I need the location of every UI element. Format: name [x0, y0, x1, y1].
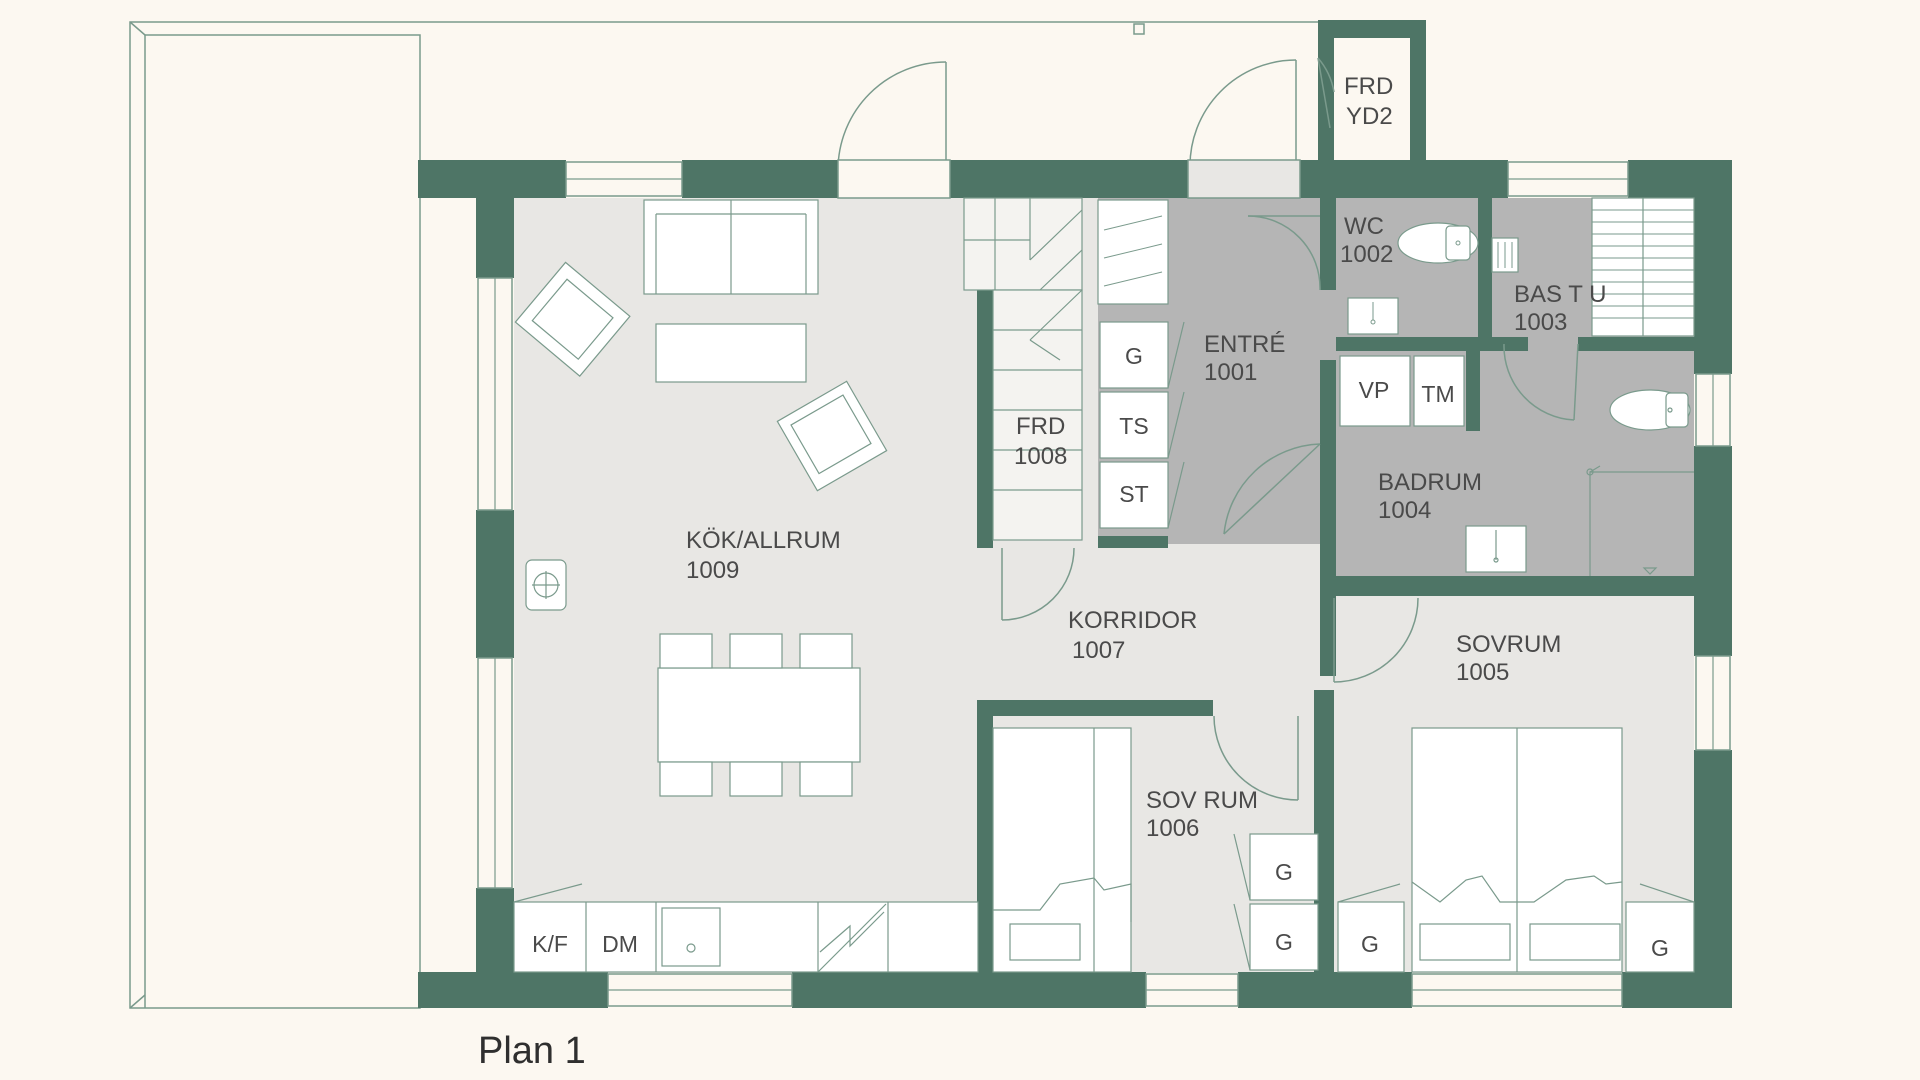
fixture-label-g-1006a: G — [1275, 859, 1293, 885]
fixture-label-g-1005a: G — [1361, 931, 1379, 957]
room-number-entre: 1001 — [1204, 359, 1257, 386]
room-name-bastu: BAS T U — [1514, 281, 1606, 308]
room-name-frd-yd2: FRD — [1344, 73, 1393, 100]
bed-1006-blanket — [993, 877, 1132, 922]
room-number-sovrum-1005: 1005 — [1456, 659, 1509, 686]
armchair-left — [514, 261, 631, 377]
room-name-entre: ENTRÉ — [1204, 331, 1285, 358]
room-number-bastu: 1003 — [1514, 309, 1567, 336]
fixture-label-dm: DM — [602, 931, 638, 957]
wardrobe-door-lines — [1167, 321, 1185, 529]
room-number-korridor: 1007 — [1072, 637, 1125, 664]
room-name-sovrum-1006: SOV RUM — [1146, 787, 1258, 814]
fixture-label-vp: VP — [1359, 377, 1390, 403]
room-number-sovrum-1006: 1006 — [1146, 815, 1199, 842]
sauna-bench — [1591, 197, 1695, 337]
wardrobe-1006-lines — [1233, 833, 1251, 971]
room-name-kok: KÖK/ALLRUM — [686, 527, 841, 554]
terrace-drain-icon — [1133, 23, 1145, 35]
room-number-kok: 1009 — [686, 557, 739, 584]
shower — [1493, 407, 1694, 576]
staircase — [963, 197, 1083, 541]
stair-steps — [964, 198, 1083, 491]
window-lines — [494, 178, 1714, 991]
bed-1005-blanket — [1411, 875, 1623, 903]
fixture-label-g-1006b: G — [1275, 929, 1293, 955]
room-name-frd-1008: FRD — [1016, 413, 1065, 440]
fixture-label-g-1005b: G — [1651, 935, 1669, 961]
armchair-right — [776, 380, 888, 492]
fixture-label-tm: TM — [1421, 381, 1454, 407]
room-number-frd-1008: 1008 — [1014, 443, 1067, 470]
wardrobe-1005-lines — [1337, 883, 1695, 903]
kitchen-counter — [513, 901, 979, 973]
room-name-korridor: KORRIDOR — [1068, 607, 1197, 634]
room-number-badrum: 1004 — [1378, 497, 1431, 524]
plan-title: Plan 1 — [478, 1030, 586, 1072]
sauna-slats — [1592, 209, 1694, 319]
doors — [837, 57, 1579, 801]
entre-wardrobes — [1099, 321, 1169, 529]
wardrobes-1005 — [1337, 901, 1695, 973]
room-number-frd-yd2: YD2 — [1346, 103, 1393, 130]
fixture-label-kf: K/F — [532, 931, 568, 957]
room-name-wc: WC — [1344, 213, 1384, 240]
wardrobes-1006 — [1249, 833, 1319, 971]
walls — [418, 20, 1732, 1008]
room-name-badrum: BADRUM — [1378, 469, 1482, 496]
bed-1005 — [1411, 727, 1623, 973]
sofa-detail — [532, 200, 807, 599]
fixture-label-st: ST — [1119, 481, 1148, 507]
room-number-wc: 1002 — [1340, 241, 1393, 268]
entre-shelf-lines — [1103, 215, 1163, 287]
fixture-label-ts: TS — [1119, 413, 1148, 439]
living-furniture — [525, 199, 861, 797]
entre-shelf — [1097, 199, 1169, 305]
kitchen-details — [513, 883, 887, 973]
wc-detail — [1370, 240, 1513, 325]
bed-1006 — [992, 727, 1132, 973]
fixture-label-g: G — [1125, 343, 1143, 369]
room-name-sovrum-1005: SOVRUM — [1456, 631, 1561, 658]
